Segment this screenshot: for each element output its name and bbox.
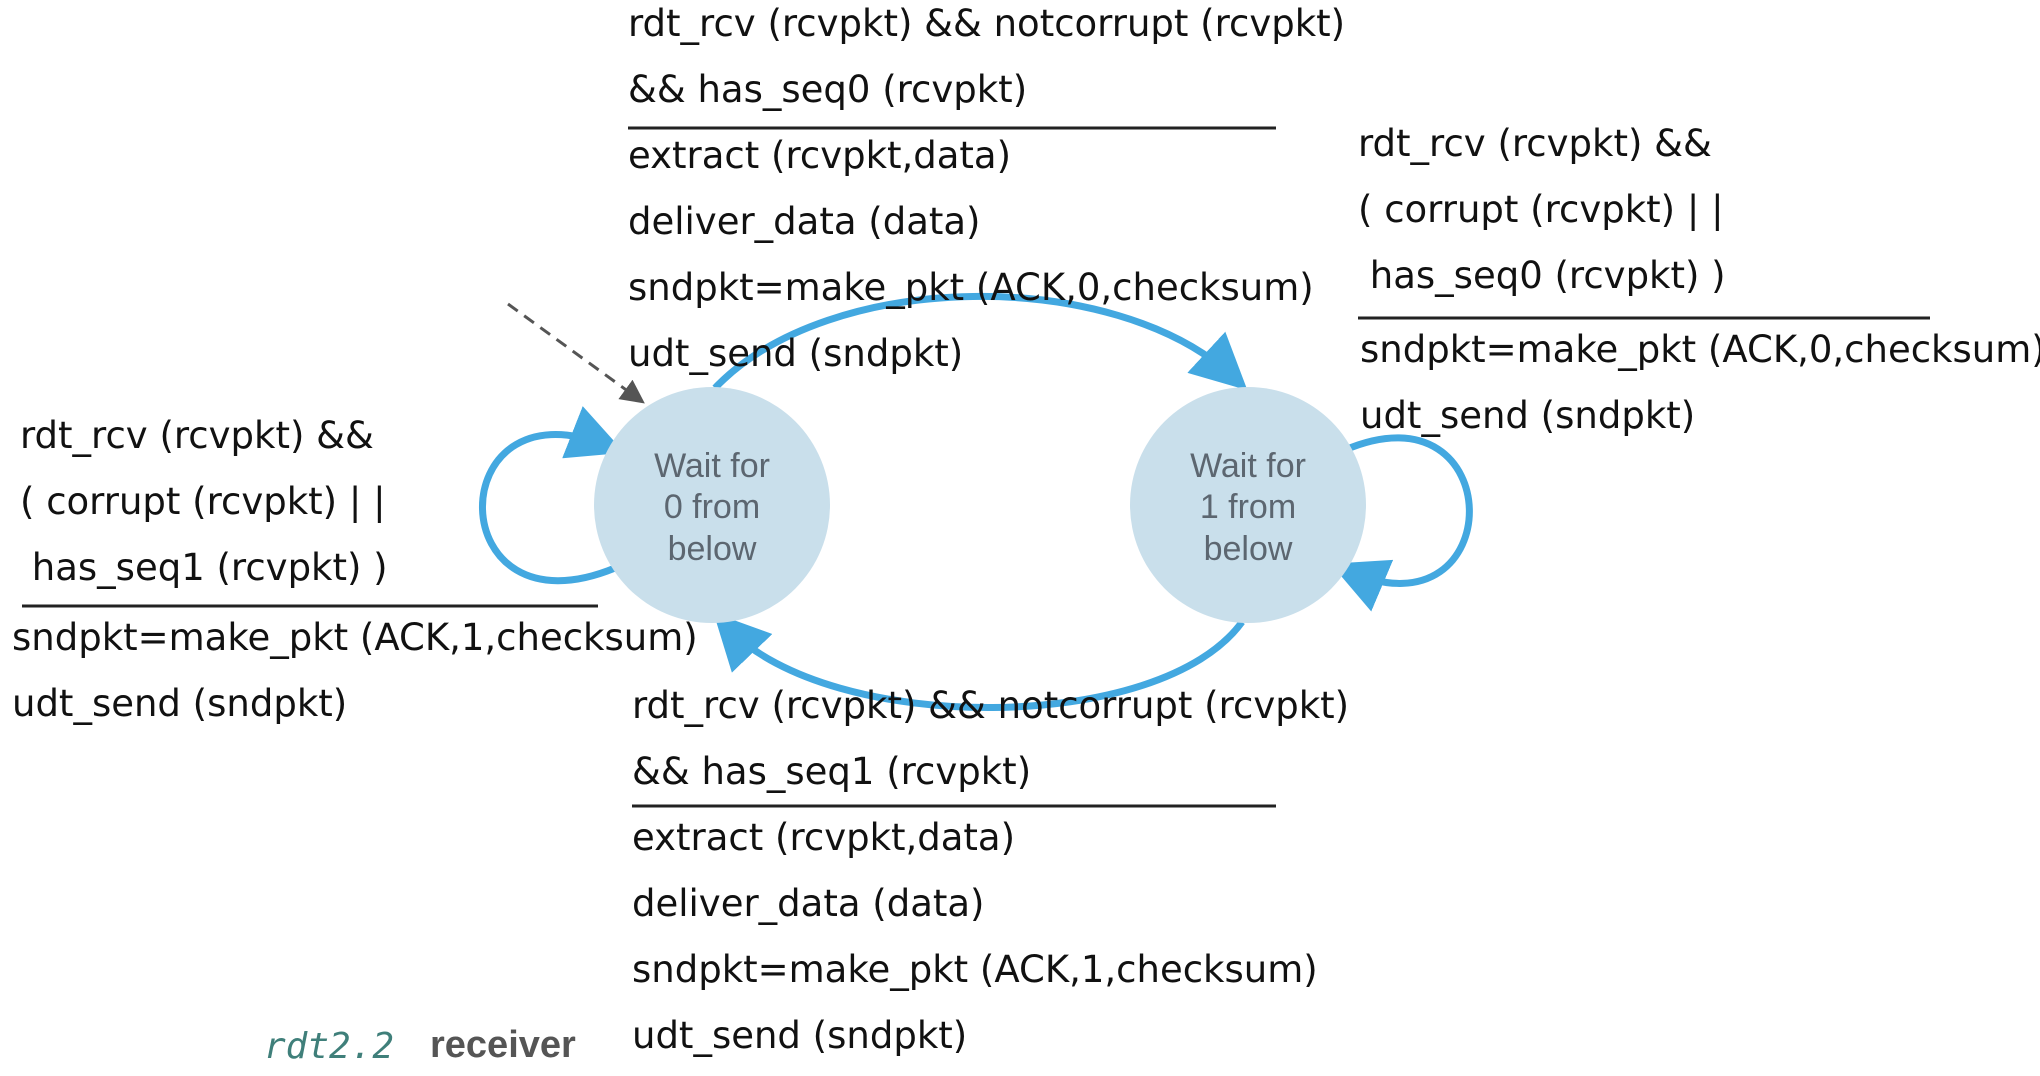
state-1-label-line2: 1 from <box>1200 488 1296 526</box>
caption-role: receiver <box>430 1024 576 1066</box>
state-0-label-line1: Wait for <box>654 447 770 485</box>
self-loop-arrow-state-1 <box>1330 434 1473 612</box>
left-action-line2: udt_send (sndpkt) <box>12 682 347 725</box>
state-1-label-line3: below <box>1204 530 1293 568</box>
right-event-line1: rdt_rcv (rcvpkt) && <box>1358 122 1712 165</box>
bottom-action-line3: sndpkt=make_pkt (ACK,1,checksum) <box>632 948 1318 991</box>
bottom-action-line1: extract (rcvpkt,data) <box>632 816 1015 859</box>
bottom-event-line2: && has_seq1 (rcvpkt) <box>632 750 1031 793</box>
top-action-line2: deliver_data (data) <box>628 200 981 243</box>
right-event-line3: has_seq0 (rcvpkt) ) <box>1358 254 1726 297</box>
diagram-caption: rdt2.2 receiver <box>264 1024 576 1067</box>
right-action-line1: sndpkt=make_pkt (ACK,0,checksum) <box>1360 328 2040 371</box>
transition-label-top: rdt_rcv (rcvpkt) && notcorrupt (rcvpkt) … <box>628 2 1345 375</box>
transition-arrow-1-to-0 <box>713 612 1245 711</box>
transition-label-right: rdt_rcv (rcvpkt) && ( corrupt (rcvpkt) |… <box>1358 122 2040 437</box>
state-wait-for-1 <box>1130 387 1366 623</box>
transition-label-left: rdt_rcv (rcvpkt) && ( corrupt (rcvpkt) |… <box>12 414 698 725</box>
right-event-line2: ( corrupt (rcvpkt) | | <box>1358 188 1724 231</box>
top-action-line4: udt_send (sndpkt) <box>628 332 963 375</box>
left-action-line1: sndpkt=make_pkt (ACK,1,checksum) <box>12 616 698 659</box>
caption-protocol: rdt2.2 <box>264 1026 394 1067</box>
top-action-line1: extract (rcvpkt,data) <box>628 134 1011 177</box>
state-wait-for-0 <box>594 387 830 623</box>
bottom-action-line2: deliver_data (data) <box>632 882 985 925</box>
initial-state-arrow <box>507 302 645 404</box>
left-event-line3: has_seq1 (rcvpkt) ) <box>20 546 388 589</box>
transition-label-bottom: rdt_rcv (rcvpkt) && notcorrupt (rcvpkt) … <box>632 684 1349 1057</box>
left-event-line1: rdt_rcv (rcvpkt) && <box>20 414 374 457</box>
top-event-line2: && has_seq0 (rcvpkt) <box>628 68 1027 111</box>
transition-arrow-0-to-1 <box>712 292 1248 391</box>
top-action-line3: sndpkt=make_pkt (ACK,0,checksum) <box>628 266 1314 309</box>
bottom-event-line1: rdt_rcv (rcvpkt) && notcorrupt (rcvpkt) <box>632 684 1349 727</box>
bottom-action-line4: udt_send (sndpkt) <box>632 1014 967 1057</box>
top-event-line1: rdt_rcv (rcvpkt) && notcorrupt (rcvpkt) <box>628 2 1345 45</box>
state-1-label-line1: Wait for <box>1190 447 1306 485</box>
state-0-label-line2: 0 from <box>664 488 760 526</box>
left-event-line2: ( corrupt (rcvpkt) | | <box>20 480 386 523</box>
self-loop-arrow-state-0 <box>479 406 625 585</box>
right-action-line2: udt_send (sndpkt) <box>1360 394 1695 437</box>
state-0-label-line3: below <box>668 530 757 568</box>
